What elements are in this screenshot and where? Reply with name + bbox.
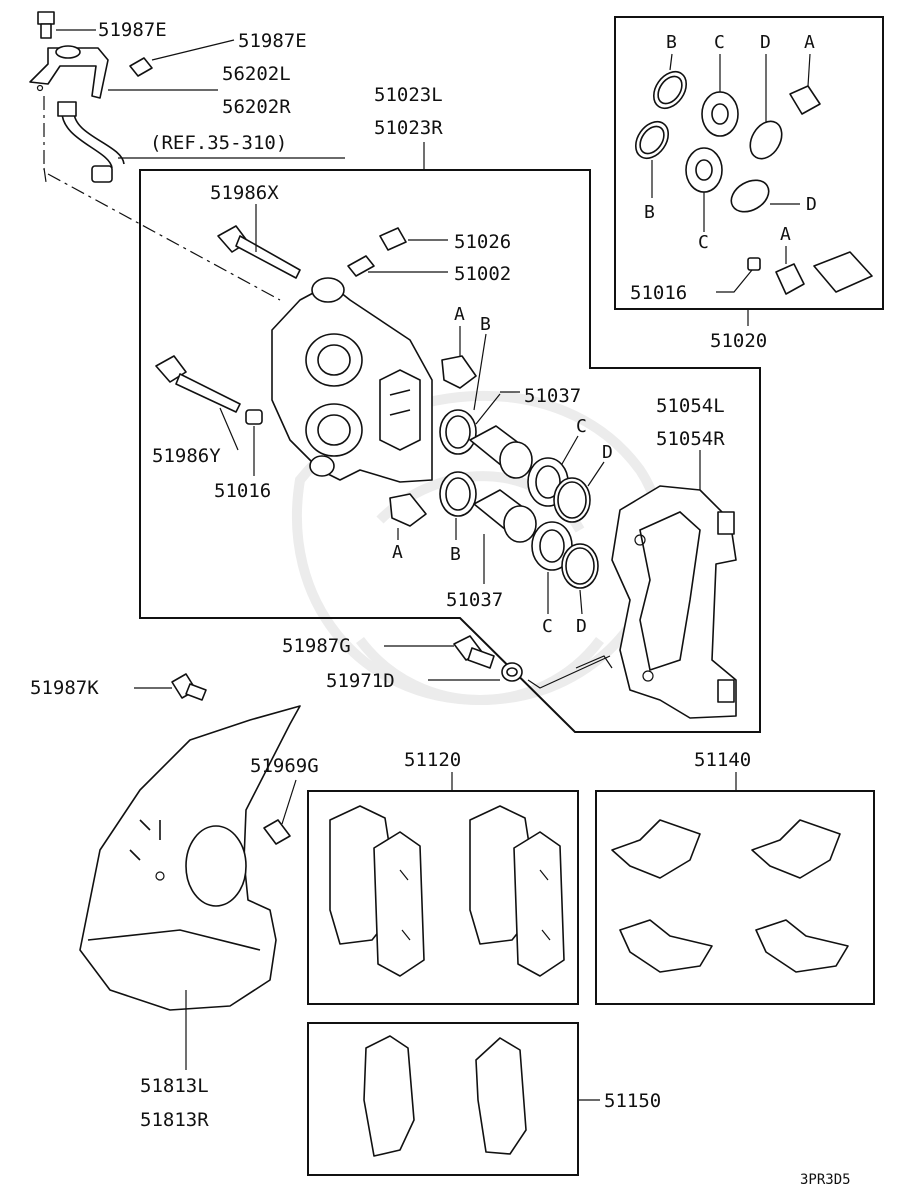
kit-letter-d-bottom: D bbox=[806, 194, 817, 215]
label-51054L: 51054L bbox=[656, 395, 725, 417]
pad-clips bbox=[611, 819, 849, 973]
pad-shims bbox=[363, 1035, 527, 1157]
kit-letter-b-bottom: B bbox=[644, 202, 655, 223]
brake-hose-bracket bbox=[29, 11, 281, 301]
label-51023R: 51023R bbox=[374, 117, 443, 139]
leader-lines bbox=[56, 29, 811, 1101]
label-51987K: 51987K bbox=[30, 677, 99, 699]
label-51986Y: 51986Y bbox=[152, 445, 221, 467]
guide-pin-lower bbox=[155, 355, 263, 425]
clip-kit-box bbox=[595, 790, 875, 1005]
label-56202L: 56202L bbox=[222, 63, 291, 85]
label-51813L: 51813L bbox=[140, 1075, 209, 1097]
bolt-51987K bbox=[171, 673, 207, 701]
label-51987E-bolt: 51987E bbox=[98, 19, 167, 41]
label-56202R: 56202R bbox=[222, 96, 291, 118]
label-51150: 51150 bbox=[604, 1090, 661, 1112]
label-51020: 51020 bbox=[710, 330, 767, 352]
shield-bolt bbox=[263, 819, 291, 845]
dust-boot-lower bbox=[389, 493, 427, 527]
label-51813R: 51813R bbox=[140, 1109, 209, 1131]
part-labels: 51987E 51987E 56202L 56202R (REF.35-310)… bbox=[30, 19, 767, 1131]
kit-letter-d-top: D bbox=[760, 32, 771, 53]
seal-kit-parts bbox=[634, 70, 873, 295]
dust-boot-upper bbox=[441, 355, 477, 389]
label-51120: 51120 bbox=[404, 749, 461, 771]
label-51023L: 51023L bbox=[374, 84, 443, 106]
label-51002: 51002 bbox=[454, 263, 511, 285]
label-51969G: 51969G bbox=[250, 755, 319, 777]
label-51971D: 51971D bbox=[326, 670, 395, 692]
label-51054R: 51054R bbox=[656, 428, 725, 450]
label-ref: (REF.35-310) bbox=[150, 132, 287, 154]
caliper-letter-a-bottom: A bbox=[392, 542, 403, 563]
kit-letter-labels: B C D A B C D A bbox=[644, 32, 817, 253]
diagram-code: 3PR3D5 bbox=[800, 1172, 851, 1187]
dust-shield bbox=[79, 705, 301, 1011]
label-51016-kit: 51016 bbox=[630, 282, 687, 304]
caliper-assembly-box bbox=[139, 169, 761, 733]
kit-letter-a-bottom: A bbox=[780, 224, 791, 245]
label-51037-upper: 51037 bbox=[524, 385, 581, 407]
label-51986X: 51986X bbox=[210, 182, 279, 204]
piston-seals bbox=[439, 409, 477, 517]
label-51037-lower: 51037 bbox=[446, 589, 503, 611]
caliper-letter-b-top: B bbox=[480, 314, 491, 335]
kit-letter-b-top: B bbox=[666, 32, 677, 53]
label-51987G: 51987G bbox=[282, 635, 351, 657]
label-51016-caliper: 51016 bbox=[214, 480, 271, 502]
caliper-letter-c-bottom: C bbox=[542, 616, 553, 637]
seal-kit-box bbox=[614, 16, 884, 310]
caliper-letter-labels: A B C D A B C D bbox=[392, 304, 613, 637]
support-bolt bbox=[453, 635, 613, 689]
caliper-letter-d-bottom: D bbox=[576, 616, 587, 637]
guide-pin-upper bbox=[217, 225, 301, 279]
kit-letter-c-top: C bbox=[714, 32, 725, 53]
label-51140: 51140 bbox=[694, 749, 751, 771]
caliper-letter-d-top: D bbox=[602, 442, 613, 463]
caliper-support bbox=[611, 485, 737, 719]
label-51987E-fitting: 51987E bbox=[238, 30, 307, 52]
caliper-letter-c-top: C bbox=[576, 416, 587, 437]
piston-boots bbox=[527, 457, 599, 589]
kit-letter-c-bottom: C bbox=[698, 232, 709, 253]
pistons bbox=[469, 425, 537, 543]
brake-caliper bbox=[271, 277, 433, 483]
label-51026: 51026 bbox=[454, 231, 511, 253]
caliper-letter-a-top: A bbox=[454, 304, 465, 325]
kit-letter-a-top: A bbox=[804, 32, 815, 53]
bleeder-screw bbox=[347, 227, 407, 277]
caliper-letter-b-bottom: B bbox=[450, 544, 461, 565]
shim-set-box bbox=[307, 1022, 579, 1176]
pad-set-box bbox=[307, 790, 579, 1005]
brake-pads bbox=[329, 805, 565, 977]
